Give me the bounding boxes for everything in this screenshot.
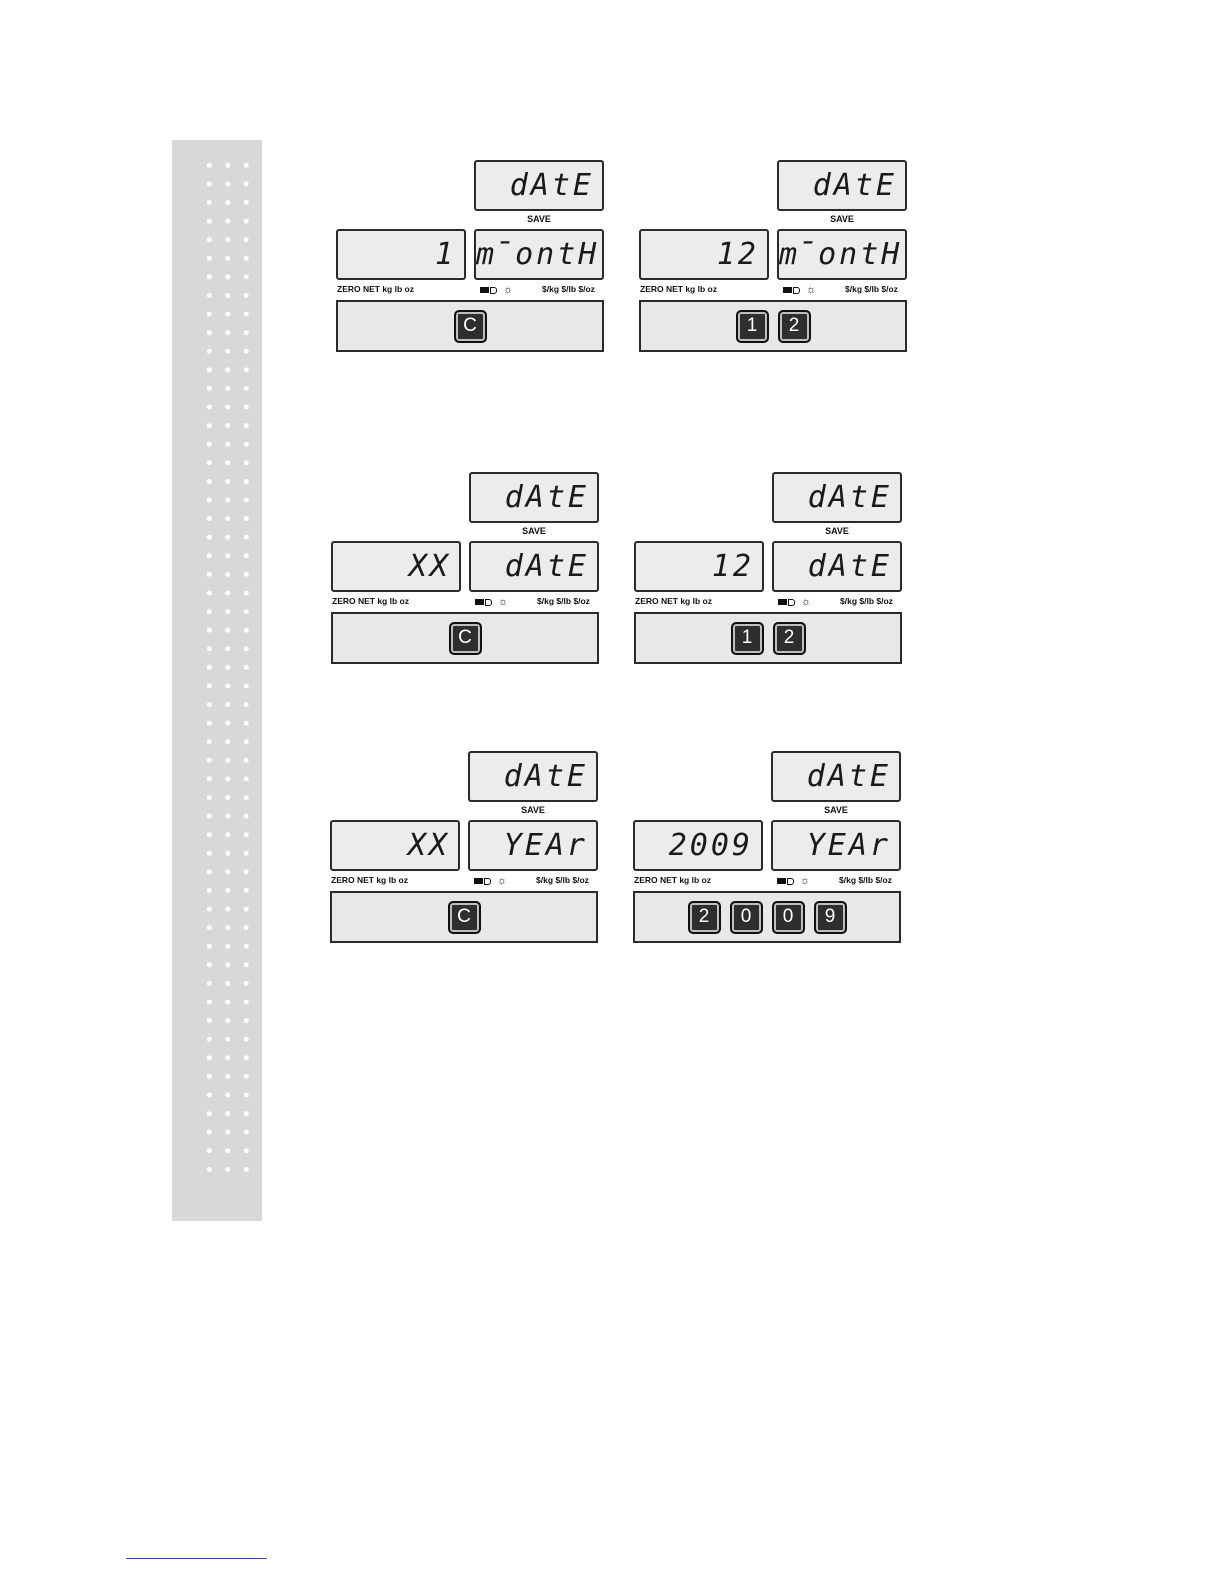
page-sidebar [172,140,262,1221]
save-label: SAVE [824,805,848,815]
key-button[interactable]: 0 [729,900,763,934]
key-button[interactable]: C [453,309,487,343]
status-icons: ☼ [783,284,816,296]
key-button[interactable]: 0 [771,900,805,934]
battery-outline-icon [787,877,794,885]
key-button[interactable]: 2 [687,900,721,934]
price-unit-indicators: $/kg $/lb $/oz [537,596,590,606]
lcd-top-display: dAtE [772,472,902,523]
lcd-value-display: 1 [336,229,466,280]
battery-icon [480,287,489,293]
backlight-icon: ☼ [806,284,817,296]
keypad-strip: C [336,300,604,352]
backlight-icon: ☼ [800,875,811,887]
lcd-top-display: dAtE [469,472,599,523]
save-label: SAVE [830,214,854,224]
unit-indicators: ZERO NET kg lb oz [635,596,712,606]
lcd-mode-display: dAtE [469,541,599,592]
unit-indicators: ZERO NET kg lb oz [331,875,408,885]
key-button[interactable]: C [447,900,481,934]
key-button[interactable]: C [448,621,482,655]
lcd-top-display: dAtE [771,751,901,802]
price-unit-indicators: $/kg $/lb $/oz [839,875,892,885]
footnote-rule [126,1558,267,1559]
save-label: SAVE [527,214,551,224]
battery-outline-icon [793,286,800,294]
lcd-value-display: 2009 [633,820,763,871]
lcd-mode-display: m̄ontH [474,229,604,280]
battery-outline-icon [485,598,492,606]
lcd-value-display: 12 [634,541,764,592]
price-unit-indicators: $/kg $/lb $/oz [840,596,893,606]
lcd-mode-display: m̄ontH [777,229,907,280]
lcd-top-display: dAtE [777,160,907,211]
lcd-mode-display: YEAr [468,820,598,871]
key-button[interactable]: 2 [772,621,806,655]
lcd-value-display: XX [330,820,460,871]
unit-indicators: ZERO NET kg lb oz [337,284,414,294]
key-button[interactable]: 1 [735,309,769,343]
status-icons: ☼ [474,875,507,887]
lcd-value-display: 12 [639,229,769,280]
unit-indicators: ZERO NET kg lb oz [634,875,711,885]
sidebar-dot-pattern [200,156,250,1181]
price-unit-indicators: $/kg $/lb $/oz [536,875,589,885]
battery-icon [474,878,483,884]
battery-outline-icon [490,286,497,294]
battery-outline-icon [788,598,795,606]
price-unit-indicators: $/kg $/lb $/oz [542,284,595,294]
backlight-icon: ☼ [497,875,508,887]
keypad-strip: C [330,891,598,943]
lcd-value-display: XX [331,541,461,592]
unit-indicators: ZERO NET kg lb oz [640,284,717,294]
status-icons: ☼ [777,875,810,887]
save-label: SAVE [521,805,545,815]
battery-outline-icon [484,877,491,885]
backlight-icon: ☼ [498,596,509,608]
lcd-mode-display: dAtE [772,541,902,592]
status-icons: ☼ [480,284,513,296]
price-unit-indicators: $/kg $/lb $/oz [845,284,898,294]
lcd-mode-display: YEAr [771,820,901,871]
battery-icon [475,599,484,605]
backlight-icon: ☼ [801,596,812,608]
unit-indicators: ZERO NET kg lb oz [332,596,409,606]
status-icons: ☼ [778,596,811,608]
save-label: SAVE [522,526,546,536]
key-button[interactable]: 1 [730,621,764,655]
battery-icon [783,287,792,293]
status-icons: ☼ [475,596,508,608]
lcd-top-display: dAtE [474,160,604,211]
key-button[interactable]: 2 [777,309,811,343]
keypad-strip: C [331,612,599,664]
lcd-top-display: dAtE [468,751,598,802]
battery-icon [778,599,787,605]
backlight-icon: ☼ [503,284,514,296]
save-label: SAVE [825,526,849,536]
key-button[interactable]: 9 [813,900,847,934]
battery-icon [777,878,786,884]
